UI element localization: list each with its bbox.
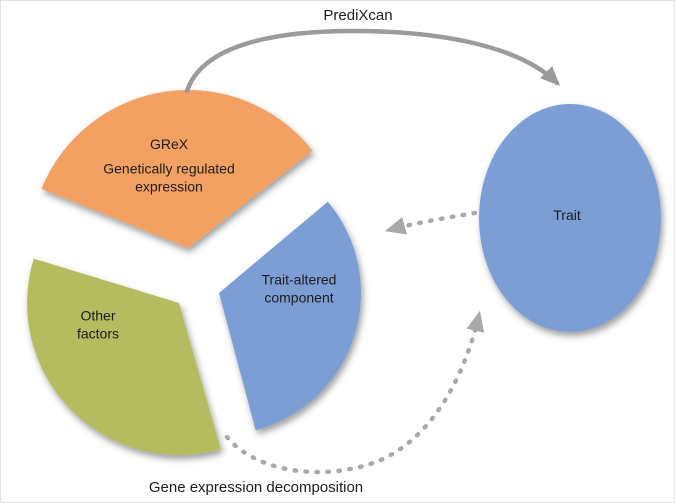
trait-label: Trait	[553, 206, 581, 223]
trait-circle	[479, 104, 661, 332]
grex-wedge	[41, 89, 313, 248]
other-factors-wedge	[27, 258, 221, 455]
trait-altered-label: Trait-altered component	[261, 271, 337, 306]
decomposition-label: Gene expression decomposition	[148, 479, 364, 497]
grex-title-label: GReX	[149, 135, 189, 152]
decomposition-dashed-arrow	[224, 310, 485, 475]
trait-altered-wedge	[219, 201, 362, 431]
other-factors-label: Other factors	[76, 307, 119, 342]
grex-subtitle-label: Genetically regulated expression	[103, 160, 235, 195]
predixcan-label: PrediXcan	[323, 7, 393, 25]
predixcan-arrow	[184, 28, 560, 94]
trait-effect-dashed-arrow	[384, 210, 478, 235]
